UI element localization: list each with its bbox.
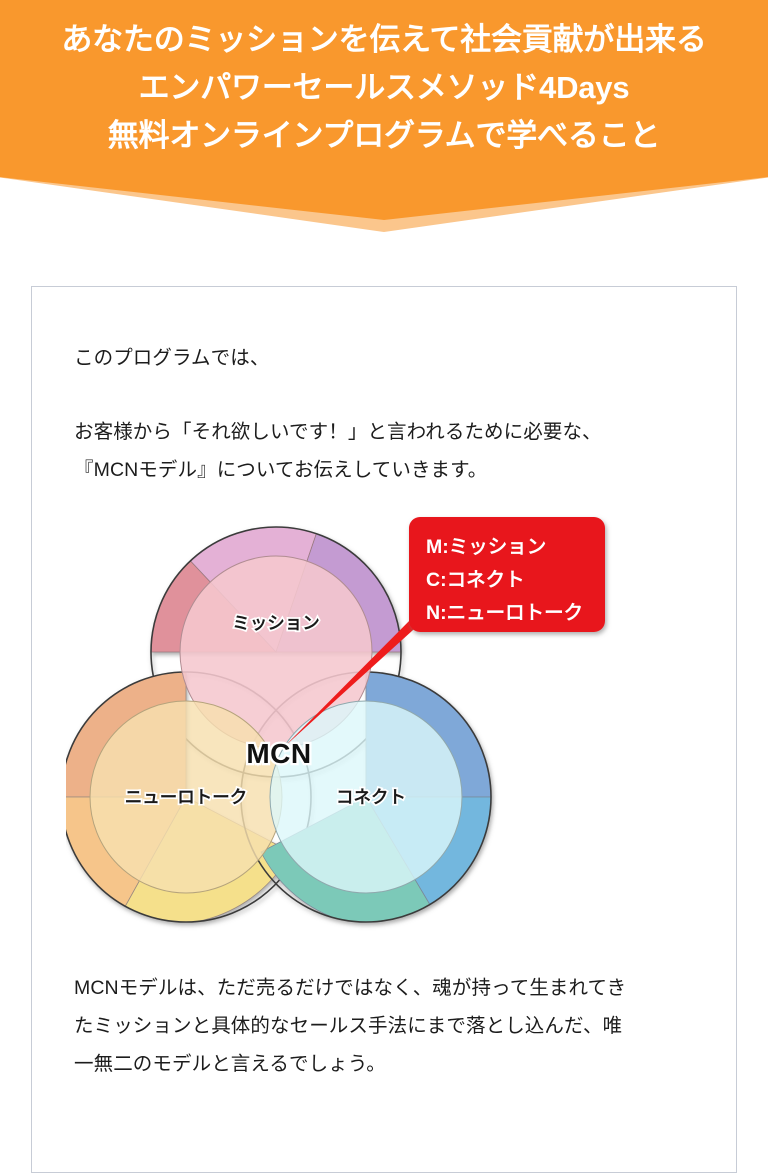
venn-svg: M:ミッション C:コネクト N:ニューロトーク ミッション ニューロトーク コ… <box>66 517 605 923</box>
venn-label-connect: コネクト <box>336 787 406 807</box>
callout-pointer <box>284 607 434 747</box>
hero-banner-fill <box>0 0 768 220</box>
hero-title-line-2: エンパワーセールスメソッド4Days <box>138 70 630 105</box>
footer-paragraph-line-1: MCNモデルは、ただ売るだけではなく、魂が持って生まれてき <box>74 977 627 999</box>
hero-title: あなたのミッションを伝えて社会貢献が出来る エンパワーセールスメソッド4Days… <box>0 16 768 160</box>
content-card: このプログラムでは、 お客様から「それ欲しいです！」と言われるために必要な、 『… <box>31 286 737 1173</box>
callout-box <box>409 517 605 632</box>
hero-title-line-1: あなたのミッションを伝えて社会貢献が出来る <box>61 22 707 57</box>
hero-title-line-3: 無料オンラインプログラムで学べること <box>107 118 661 153</box>
callout-line-1: M:ミッション <box>426 536 546 558</box>
venn-inner-circles <box>89 555 463 894</box>
content-card-body: このプログラムでは、 お客様から「それ欲しいです！」と言われるために必要な、 『… <box>32 287 736 947</box>
footer-paragraph-line-2: たミッションと具体的なセールス手法にまで落とし込んだ、唯 <box>74 1015 623 1037</box>
venn-label-neurotalk: ニューロトーク <box>125 787 248 807</box>
footer-text-block: MCNモデルは、ただ売るだけではなく、魂が持って生まれてき たミッションと具体的… <box>32 969 736 1123</box>
hero-banner: あなたのミッションを伝えて社会貢献が出来る エンパワーセールスメソッド4Days… <box>0 0 768 232</box>
callout-line-2: C:コネクト <box>426 569 525 591</box>
venn-inner-connect <box>269 700 463 894</box>
intro-paragraph: このプログラムでは、 <box>74 347 270 369</box>
venn-label-mcn: MCN <box>246 738 311 769</box>
lead-paragraph-line-1: お客様から「それ欲しいです！」と言われるために必要な、 <box>74 421 602 443</box>
footer-paragraph-line-3: 一無二のモデルと言えるでしょう。 <box>74 1053 386 1075</box>
lead-paragraph-line-2: 『MCNモデル』についてお伝えしていきます。 <box>74 459 488 481</box>
mcn-venn-diagram: M:ミッション C:コネクト N:ニューロトーク ミッション ニューロトーク コ… <box>66 507 688 937</box>
venn-inner-mission <box>179 555 373 749</box>
venn-label-mission: ミッション <box>232 613 320 633</box>
callout-line-3: N:ニューロトーク <box>426 602 583 624</box>
